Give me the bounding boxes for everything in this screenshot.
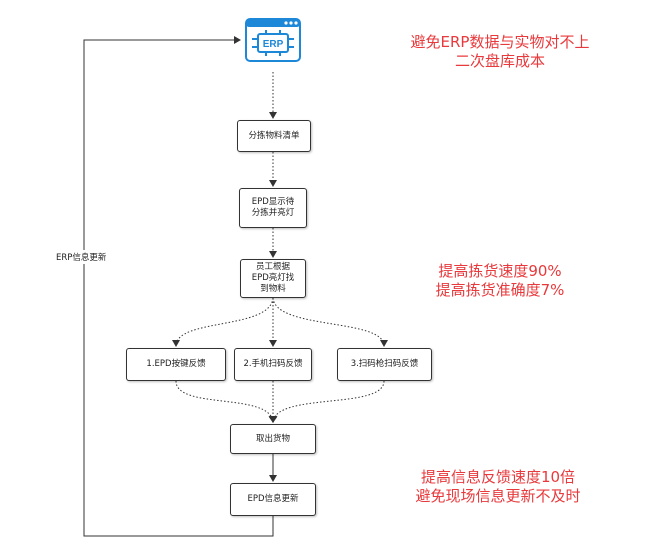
note-bottom: 提高信息反馈速度10倍 避免现场信息更新不及时 xyxy=(415,468,581,505)
edge-staff-to-gun xyxy=(272,297,388,347)
erp-icon-label: ERP xyxy=(263,39,284,50)
node-staff-pick: 员工根据 EPD亮灯找 到物料 xyxy=(240,259,306,298)
node-feedback-button: 1.EPD按键反馈 xyxy=(126,348,226,381)
node-feedback-phone: 2.手机扫码反馈 xyxy=(234,348,312,381)
node-pick-list: 分拣物料清单 xyxy=(237,120,311,152)
node-take-goods: 取出货物 xyxy=(230,424,316,454)
edge-loop-back xyxy=(83,36,274,537)
loop-label: ERP信息更新 xyxy=(54,250,109,264)
edge-gun-to-take xyxy=(269,380,385,423)
edge-staff-to-button xyxy=(172,297,274,347)
node-epd-display: EPD显示待 分拣并亮灯 xyxy=(239,188,307,228)
edge-button-to-take xyxy=(175,380,277,423)
node-epd-update: EPD信息更新 xyxy=(230,483,316,516)
erp-system-icon: ERP xyxy=(245,18,301,62)
note-middle: 提高拣货速度90% 提高拣货准确度7% xyxy=(435,262,565,299)
note-top: 避免ERP数据与实物对不上 二次盘库成本 xyxy=(410,33,590,70)
node-feedback-gun: 3.扫码枪扫码反馈 xyxy=(337,348,432,381)
